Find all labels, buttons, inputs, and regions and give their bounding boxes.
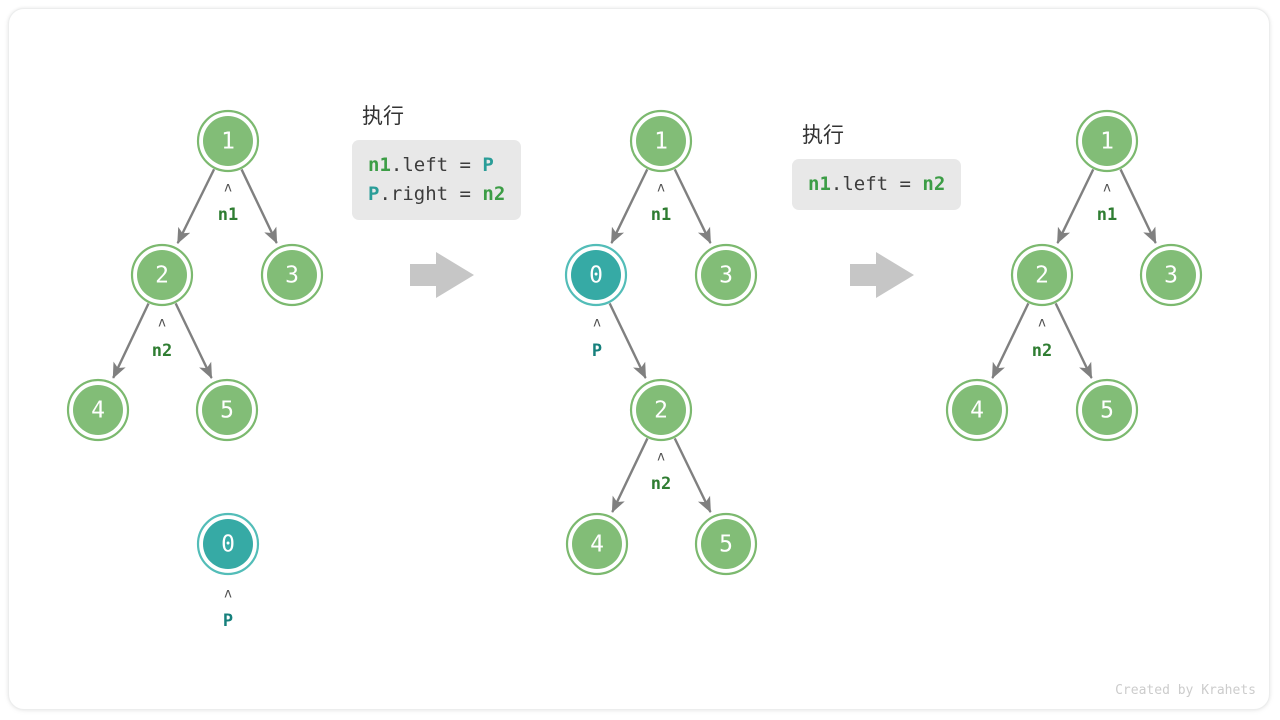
pointer-label-text: n1 (1097, 205, 1117, 225)
operation-title: 执行 (802, 123, 844, 147)
tree-node-value: 2 (155, 263, 169, 289)
tree-node: 2 (1010, 243, 1074, 307)
code-token: n2 (482, 183, 506, 205)
tree-edge (240, 168, 278, 244)
pointer-label-text: P (592, 341, 602, 361)
tree-node-value: 0 (589, 263, 603, 289)
tree-node-value: 2 (654, 398, 668, 424)
tree-node-value: 4 (91, 398, 105, 424)
transition-arrows-layer (410, 252, 914, 298)
pointer-label-text: n1 (651, 205, 671, 225)
tree-edge (610, 168, 649, 244)
tree-node-value: 0 (221, 532, 235, 558)
tree-node: 1 (629, 109, 693, 173)
code-token: .right = (379, 183, 483, 205)
code-token: P (368, 183, 380, 205)
tree-edge (176, 168, 216, 245)
tree-node-value: 5 (1100, 398, 1114, 424)
tree-node: 3 (260, 243, 324, 307)
tree-node: 4 (565, 512, 629, 576)
tree-edge (1056, 168, 1095, 244)
tree-edge (991, 302, 1030, 379)
caret-icon: ʌ (158, 316, 166, 331)
code-token: P (482, 154, 494, 176)
tree-node-value: 1 (221, 129, 235, 155)
tree-edge (174, 302, 213, 379)
caret-icon: ʌ (224, 587, 232, 602)
tree-node: 0 (564, 243, 628, 307)
tree-node: 5 (1075, 378, 1139, 442)
tree-node: 2 (130, 243, 194, 307)
pointer-label-n2: ʌ n2 (1032, 316, 1052, 362)
tree-node-value: 5 (220, 398, 234, 424)
operation-title: 执行 (362, 104, 404, 128)
tree-node-value: 1 (654, 129, 668, 155)
tree-node: 3 (1139, 243, 1203, 307)
tree-node: 4 (66, 378, 130, 442)
tree-edge (1054, 302, 1093, 379)
pointer-label-p: ʌP (223, 587, 233, 632)
tree-edge (673, 168, 712, 244)
tree-node-value: 4 (970, 398, 984, 424)
tree-node: 3 (694, 243, 758, 307)
code-block: n1.left = n2 (792, 159, 962, 210)
tree-node: 5 (195, 378, 259, 442)
tree-edge (112, 302, 150, 379)
tree-node: 4 (945, 378, 1009, 442)
tree-node: 2 (629, 378, 693, 442)
tree-node-value: 1 (1100, 129, 1114, 155)
caret-icon: ʌ (657, 181, 665, 196)
caret-icon: ʌ (1103, 181, 1111, 196)
tree-edges-layer (112, 168, 1157, 513)
tree-node-value: 3 (719, 263, 733, 289)
caret-icon: ʌ (657, 450, 665, 465)
tree-edge (1119, 168, 1157, 244)
pointer-label-n2: ʌ n2 (651, 450, 671, 495)
tree-node: 5 (694, 512, 758, 576)
credit-text: Created by Krahets (1115, 683, 1256, 698)
pointer-label-text: n2 (651, 474, 671, 494)
tree-edge (673, 437, 712, 513)
pointer-label-text: n2 (1032, 341, 1052, 361)
pointer-label-text: P (223, 611, 233, 631)
code-token: .left = (390, 154, 483, 176)
transition-arrow-icon (850, 252, 914, 298)
code-token: n1 (808, 173, 831, 195)
tree-nodes-layer: 1 2 3 4 5 0 1 0 3 2 4 5 1 2 3 4 5 (66, 109, 1203, 576)
code-token: n2 (922, 173, 946, 195)
pointer-label-text: n2 (152, 341, 172, 361)
tree-node-value: 5 (719, 532, 733, 558)
pointer-label-n1: ʌ n1 (218, 181, 238, 226)
tree-node-value: 4 (590, 532, 604, 558)
tree-node: 1 (1075, 109, 1139, 173)
tree-node: 0 (196, 512, 260, 576)
code-line: n1.left = P (368, 151, 505, 180)
pointer-label-p: ʌP (592, 316, 602, 362)
caret-icon: ʌ (1038, 316, 1046, 331)
tree-node-value: 3 (285, 263, 299, 289)
tree-node: 1 (196, 109, 260, 173)
caret-icon: ʌ (593, 316, 601, 331)
code-line: P.right = n2 (368, 180, 505, 209)
tree-edge (611, 437, 649, 513)
pointer-label-n1: ʌ n1 (1097, 181, 1117, 226)
pointer-label-n1: ʌ n1 (651, 181, 671, 226)
tree-edge (608, 302, 647, 379)
pointer-label-n2: ʌ n2 (152, 316, 172, 362)
code-token: n1 (368, 154, 391, 176)
transition-arrow-icon (410, 252, 474, 298)
code-line: n1.left = n2 (808, 170, 945, 199)
pointer-label-text: n1 (218, 205, 238, 225)
tree-node-value: 2 (1035, 263, 1049, 289)
caret-icon: ʌ (224, 181, 232, 196)
code-token: .left = (830, 173, 923, 195)
tree-node-value: 3 (1164, 263, 1178, 289)
